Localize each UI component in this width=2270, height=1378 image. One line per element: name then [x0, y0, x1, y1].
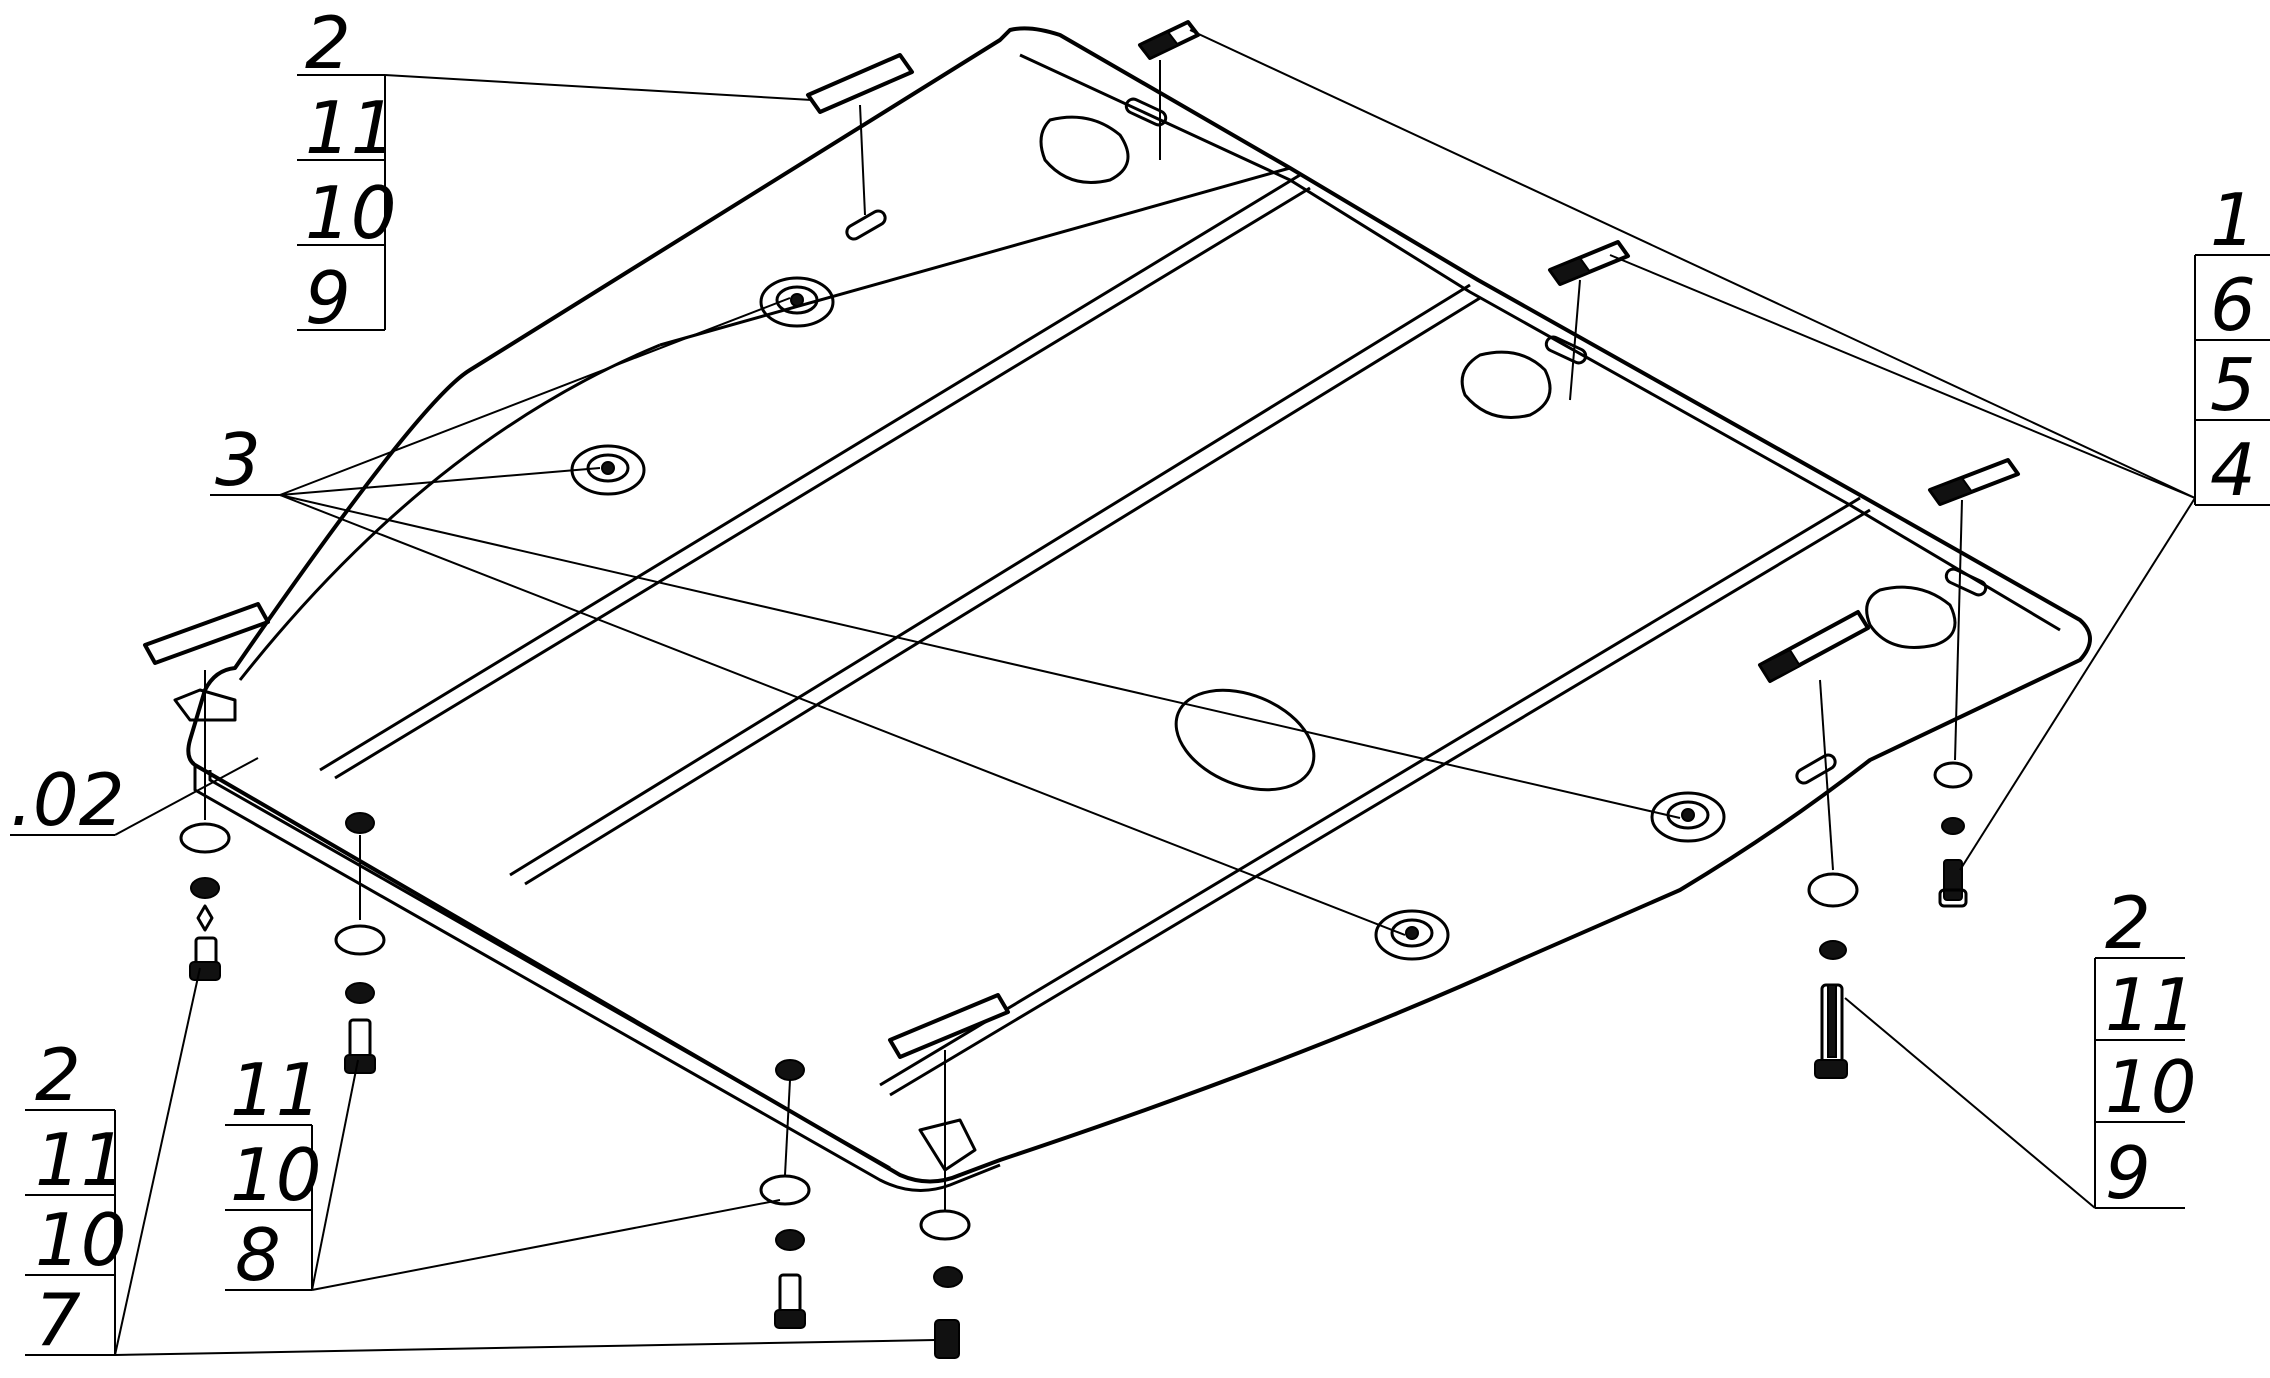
fasteners [179, 761, 1973, 1359]
callout-label: 9 [2105, 1131, 2151, 1215]
callout-3: 3 [210, 418, 280, 502]
callout-label: 5 [2210, 343, 2256, 427]
grommet-4 [1374, 909, 1450, 961]
callout-label: 9 [305, 256, 351, 340]
callout-label: 11 [305, 86, 397, 170]
callout-label: .02 [10, 758, 125, 842]
callout-label: 4 [2210, 428, 2256, 512]
callout-label: 7 [35, 1278, 81, 1362]
callout-bottom-left: 2 11 10 7 [25, 1033, 127, 1362]
grommet-1 [759, 276, 835, 328]
callout-top-left: 2 11 10 9 [297, 1, 397, 340]
callout-label: 11 [230, 1048, 322, 1132]
skid-plate [173, 26, 2092, 1192]
callout-label: 6 [2210, 263, 2256, 347]
grommets [570, 276, 1726, 961]
callout-label: 2 [305, 1, 351, 85]
callout-label: 11 [35, 1118, 127, 1202]
callout-label: 10 [305, 171, 397, 255]
callout-label: 10 [35, 1198, 127, 1282]
callout-02: .02 [10, 758, 125, 842]
callout-label: 10 [230, 1133, 322, 1217]
callout-label: 8 [235, 1213, 281, 1297]
callout-right: 2 11 10 9 [2094, 881, 2197, 1215]
callout-label: 11 [2105, 963, 2197, 1047]
leader-lines [114, 29, 2196, 1356]
openings [845, 97, 1988, 792]
callout-label: 1 [2210, 178, 2256, 262]
clamp-plates [143, 20, 2020, 1059]
callout-top-right: 1 6 5 4 [2194, 178, 2270, 512]
callout-label: 3 [215, 418, 261, 502]
callout-label: 10 [2105, 1045, 2197, 1129]
callout-label: 2 [2105, 881, 2151, 965]
callout-label: 2 [35, 1033, 81, 1117]
callout-bottom-mid: 11 10 8 [225, 1048, 322, 1297]
